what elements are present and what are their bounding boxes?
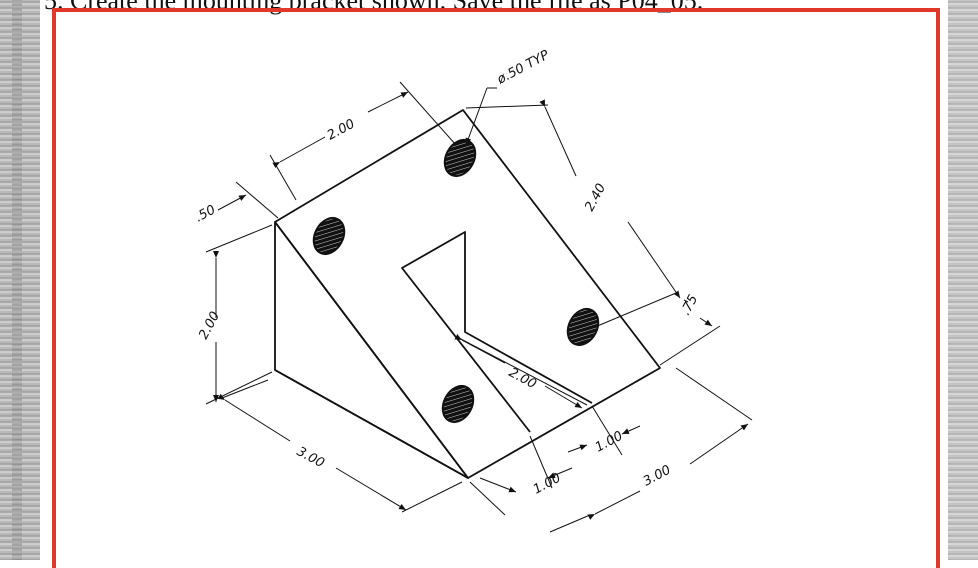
dim-width-top: 2.00 <box>325 117 358 144</box>
scan-edge-left <box>0 0 40 560</box>
dim-slot-length: 2.00 <box>506 365 539 392</box>
hole-icon <box>441 384 475 424</box>
dimension-labels: 2.00 ø.50 TYP 2.40 .50 2.00 .75 2.00 3.0… <box>193 48 701 498</box>
dim-hole-diameter: ø.50 TYP <box>494 48 552 88</box>
dim-base-length: 3.00 <box>294 444 327 471</box>
hole-icon <box>566 307 600 347</box>
holes <box>312 138 600 424</box>
bracket-outline <box>274 109 661 479</box>
dim-height: 2.00 <box>196 309 223 342</box>
dim-edge-offset-right: .75 <box>678 293 701 318</box>
scan-edge-right <box>948 0 978 560</box>
dim-base-width: 3.00 <box>641 463 674 490</box>
dim-slot-width-b: 1.00 <box>531 471 564 498</box>
selection-frame <box>52 8 940 568</box>
slot-outline <box>401 231 593 433</box>
hole-icon <box>312 216 346 256</box>
dim-slot-width-a: 1.00 <box>593 429 626 456</box>
hole-icon <box>443 138 477 178</box>
dimension-lines <box>205 81 753 533</box>
inclined-face <box>274 109 661 479</box>
dim-edge-offset: .50 <box>193 203 218 226</box>
slot-floor-edge <box>456 336 588 406</box>
base-edge <box>274 369 469 479</box>
dim-depth-top: 2.40 <box>582 181 609 214</box>
